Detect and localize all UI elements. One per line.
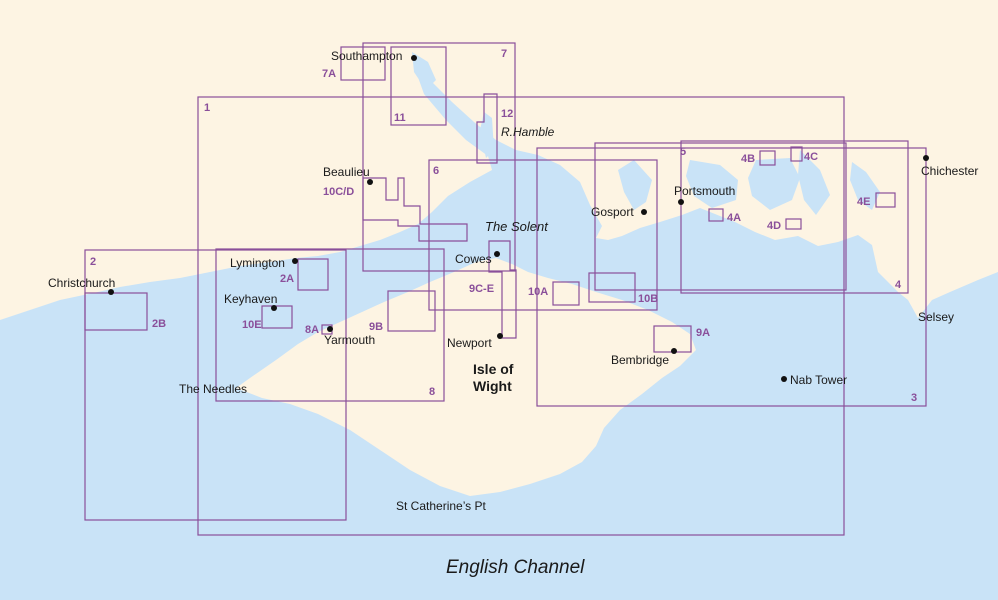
label-isle-of-wight-1: Isle of xyxy=(473,361,514,377)
label-portsmouth: Portsmouth xyxy=(674,184,735,198)
mainland xyxy=(0,0,998,320)
label-the-needles: The Needles xyxy=(179,382,247,396)
nab-tower-dot xyxy=(781,376,787,382)
chart-label-8a: 8A xyxy=(305,324,319,336)
chart-4b-boundary xyxy=(759,150,776,166)
chart-label-4d: 4D xyxy=(767,220,781,232)
label-beaulieu: Beaulieu xyxy=(323,165,370,179)
label-christchurch: Christchurch xyxy=(48,276,115,290)
chart-label-6: 6 xyxy=(433,165,439,177)
chart-1-boundary xyxy=(197,96,845,536)
chart-4d-boundary xyxy=(785,218,802,230)
chart-label-10e: 10E xyxy=(242,319,262,331)
chart-label-5: 5 xyxy=(680,146,686,158)
chart-label-2a: 2A xyxy=(280,273,294,285)
chart-label-7: 7 xyxy=(501,48,507,60)
label-selsey: Selsey xyxy=(918,310,954,324)
chart-2a-boundary xyxy=(297,258,329,291)
chart-9b-boundary xyxy=(387,290,436,332)
isle-of-wight xyxy=(236,258,696,496)
yarmouth-dot xyxy=(327,326,333,332)
chart-7-boundary xyxy=(362,42,516,272)
newport-dot xyxy=(497,333,503,339)
chart-label-3: 3 xyxy=(911,392,917,404)
label-isle-of-wight-2: Wight xyxy=(473,378,512,394)
chart-4-boundary xyxy=(680,140,909,294)
chart-7a-boundary xyxy=(340,46,386,81)
chart-10b-boundary xyxy=(588,272,636,303)
chart-10a-boundary xyxy=(552,281,580,306)
chart-label-4b: 4B xyxy=(741,153,755,165)
keyhaven-dot xyxy=(271,305,277,311)
label-st-catherines: St Catherine’s Pt xyxy=(396,499,486,513)
location-dots xyxy=(108,55,929,382)
chart-5-boundary xyxy=(594,142,847,291)
chart-label-2: 2 xyxy=(90,256,96,268)
chichester-dot xyxy=(923,155,929,161)
christchurch-dot xyxy=(108,289,114,295)
label-the-solent: The Solent xyxy=(485,219,549,234)
chart-label-1: 1 xyxy=(204,102,210,114)
chart-8-boundary xyxy=(215,248,445,402)
chart-label-10b: 10B xyxy=(638,293,658,305)
chart-4a-boundary xyxy=(708,208,724,222)
chart-label-9a: 9A xyxy=(696,327,710,339)
cowes-dot xyxy=(494,251,500,257)
harbour-water xyxy=(296,52,880,282)
chart-label-11: 11 xyxy=(394,112,406,124)
chart-12-boundary xyxy=(476,93,498,164)
portsmouth-dot xyxy=(678,199,684,205)
chart-6-boundary xyxy=(428,159,658,311)
southampton-dot xyxy=(411,55,417,61)
chart-label-9b: 9B xyxy=(369,321,383,333)
label-lymington: Lymington xyxy=(230,256,285,270)
label-chichester: Chichester xyxy=(921,164,978,178)
chart-label-2b: 2B xyxy=(152,318,166,330)
lymington-dot xyxy=(292,258,298,264)
chart-2b-boundary xyxy=(84,292,148,331)
chart-label-4a: 4A xyxy=(727,212,741,224)
chart-3-boundary xyxy=(536,147,927,407)
place-labels: Southampton R.Hamble Beaulieu The Solent… xyxy=(48,49,978,578)
label-cowes: Cowes xyxy=(455,252,492,266)
label-keyhaven: Keyhaven xyxy=(224,292,277,306)
chart-9ce-boundary xyxy=(488,240,517,339)
beaulieu-dot xyxy=(367,179,373,185)
bembridge-dot xyxy=(671,348,677,354)
chart-number-labels: 1 2 2A 2B 3 4 4A 4B 4C 4D 4E 5 6 7 7A 8 … xyxy=(90,48,917,404)
chart-4e-boundary xyxy=(875,192,896,208)
chart-10e-boundary xyxy=(261,305,293,329)
chart-label-4: 4 xyxy=(895,279,902,291)
gosport-dot xyxy=(641,209,647,215)
chart-label-4e: 4E xyxy=(857,196,870,208)
chart-boundaries xyxy=(84,42,927,536)
label-r-hamble: R.Hamble xyxy=(501,125,555,139)
chart-label-8: 8 xyxy=(429,386,435,398)
label-bembridge: Bembridge xyxy=(611,353,669,367)
chart-label-12: 12 xyxy=(501,108,513,120)
chart-label-10a: 10A xyxy=(528,286,548,298)
label-yarmouth: Yarmouth xyxy=(324,333,375,347)
chart-11-boundary xyxy=(390,46,447,126)
chart-label-9ce: 9C-E xyxy=(469,283,494,295)
label-gosport: Gosport xyxy=(591,205,634,219)
chart-label-10cd: 10C/D xyxy=(323,186,354,198)
chart-label-7a: 7A xyxy=(322,68,336,80)
label-english-channel: English Channel xyxy=(446,557,585,578)
label-southampton: Southampton xyxy=(331,49,402,63)
label-newport: Newport xyxy=(447,336,492,350)
chart-label-4c: 4C xyxy=(804,151,818,163)
label-nab-tower: Nab Tower xyxy=(790,373,847,387)
chart-10cd-boundary xyxy=(362,177,468,242)
chart-4c-boundary xyxy=(790,146,803,162)
